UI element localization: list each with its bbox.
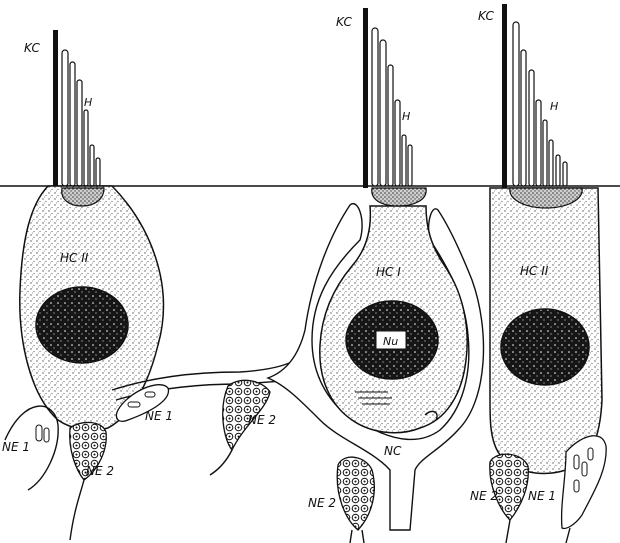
label-kc-middle: KC bbox=[336, 15, 353, 29]
middle-kinocilium bbox=[363, 8, 368, 188]
left-cuticular-plate bbox=[61, 187, 105, 207]
left-ne1-mitochondria bbox=[35, 424, 50, 443]
lower-ne2-terminal bbox=[336, 456, 375, 531]
middle-organelles bbox=[355, 391, 392, 405]
left-kinocilium bbox=[53, 30, 58, 188]
right-hair-cell bbox=[489, 4, 607, 543]
middle-ne2-terminal bbox=[222, 379, 271, 452]
label-ne1-middle: NE 1 bbox=[145, 409, 173, 423]
right-ne1-mitochondria bbox=[573, 447, 594, 493]
label-nu: Nu bbox=[383, 335, 398, 348]
label-h-right: H bbox=[550, 100, 558, 113]
label-ne1-right: NE 1 bbox=[528, 489, 556, 503]
right-cuticular-plate bbox=[509, 187, 583, 209]
label-h-left: H bbox=[84, 96, 92, 109]
middle-cuticular-plate bbox=[371, 187, 427, 207]
label-h-middle: H bbox=[402, 110, 410, 123]
right-ne1-terminal bbox=[560, 435, 607, 530]
left-stereocilia bbox=[61, 49, 101, 187]
label-hc2-left: HC II bbox=[60, 251, 89, 265]
label-ne2-right: NE 2 bbox=[470, 489, 498, 503]
middle-ne1-mitochondria bbox=[127, 391, 156, 408]
middle-stereocilia bbox=[371, 27, 413, 187]
right-nucleus bbox=[500, 308, 590, 386]
left-hair-cell bbox=[4, 30, 165, 541]
right-ne2-terminal bbox=[489, 453, 529, 521]
nucleus-label-box bbox=[375, 330, 407, 350]
label-nc: NC bbox=[384, 444, 402, 458]
left-ne2-terminal bbox=[69, 421, 107, 481]
right-kinocilium bbox=[502, 4, 507, 188]
label-ne2-left: NE 2 bbox=[86, 464, 114, 478]
label-hc2-right: HC II bbox=[520, 264, 549, 278]
right-stereocilia bbox=[512, 21, 568, 187]
label-kc-left: KC bbox=[24, 41, 41, 55]
label-ne2-lower: NE 2 bbox=[308, 496, 336, 510]
nerve-calyx bbox=[266, 202, 485, 531]
label-ne1-left: NE 1 bbox=[2, 440, 30, 454]
label-hc1: HC I bbox=[376, 265, 401, 279]
left-nucleus bbox=[35, 286, 129, 364]
middle-hair-cell bbox=[266, 8, 485, 531]
label-kc-right: KC bbox=[478, 9, 495, 23]
label-ne2-middle: NE 2 bbox=[248, 413, 276, 427]
